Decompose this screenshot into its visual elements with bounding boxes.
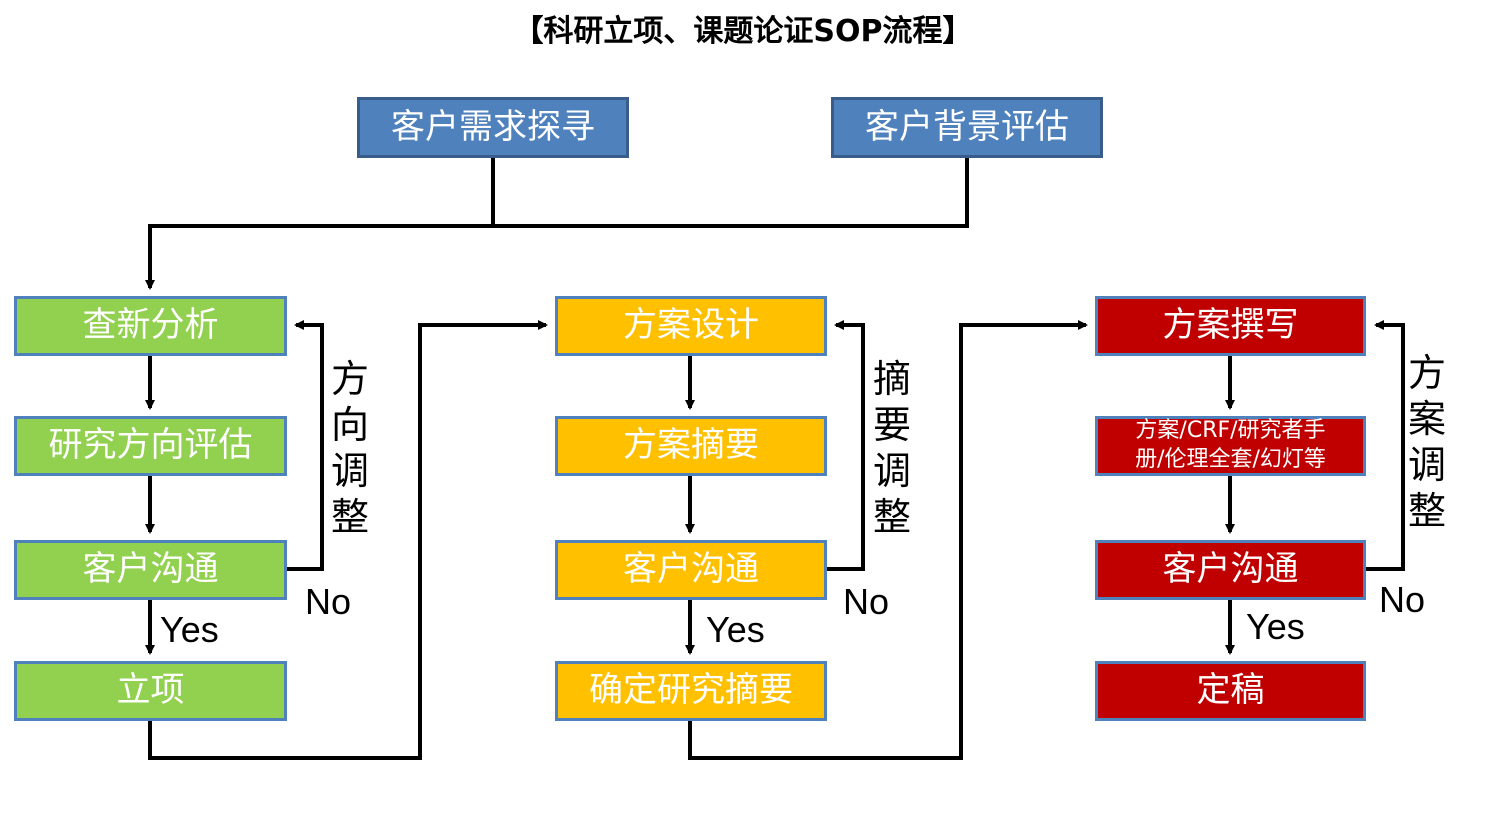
node-project-approval: 立项 [14, 661, 287, 721]
node-comm-1: 客户沟通 [14, 540, 287, 600]
node-documents: 方案/CRF/研究者手册/伦理全套/幻灯等 [1095, 416, 1366, 476]
merge-line-right [145, 158, 969, 290]
node-plan-writing: 方案撰写 [1095, 296, 1366, 356]
edge-label-yes-1: Yes [160, 609, 219, 650]
edge-label-no-2: No [843, 581, 890, 622]
node-direction-eval: 研究方向评估 [14, 416, 287, 476]
feedback-label-direction: 方向调整 [330, 357, 369, 539]
link-col2-col3 [688, 320, 1088, 760]
node-confirm-abstract: 确定研究摘要 [555, 661, 827, 721]
feedback-arrow-2 [826, 320, 865, 571]
node-comm-3: 客户沟通 [1095, 540, 1366, 600]
diagram-title: 【科研立项、课题论证SOP流程】 [513, 14, 973, 49]
feedback-label-plan: 方案调整 [1407, 351, 1446, 533]
edge-label-no-1: No [305, 581, 352, 622]
edge-label-no-3: No [1379, 579, 1426, 620]
node-client-background: 客户背景评估 [831, 97, 1103, 158]
feedback-arrow-1 [286, 320, 324, 571]
edge-label-yes-3: Yes [1246, 606, 1305, 647]
node-client-needs: 客户需求探寻 [357, 97, 629, 158]
node-plan-abstract: 方案摘要 [555, 416, 827, 476]
node-final: 定稿 [1095, 661, 1366, 721]
node-comm-2: 客户沟通 [555, 540, 827, 600]
node-novelty-search: 查新分析 [14, 296, 287, 356]
link-col1-col2 [148, 320, 548, 760]
feedback-arrow-3 [1366, 320, 1405, 571]
feedback-label-abstract: 摘要调整 [872, 357, 911, 539]
node-plan-design: 方案设计 [555, 296, 827, 356]
edge-label-yes-2: Yes [706, 609, 765, 650]
